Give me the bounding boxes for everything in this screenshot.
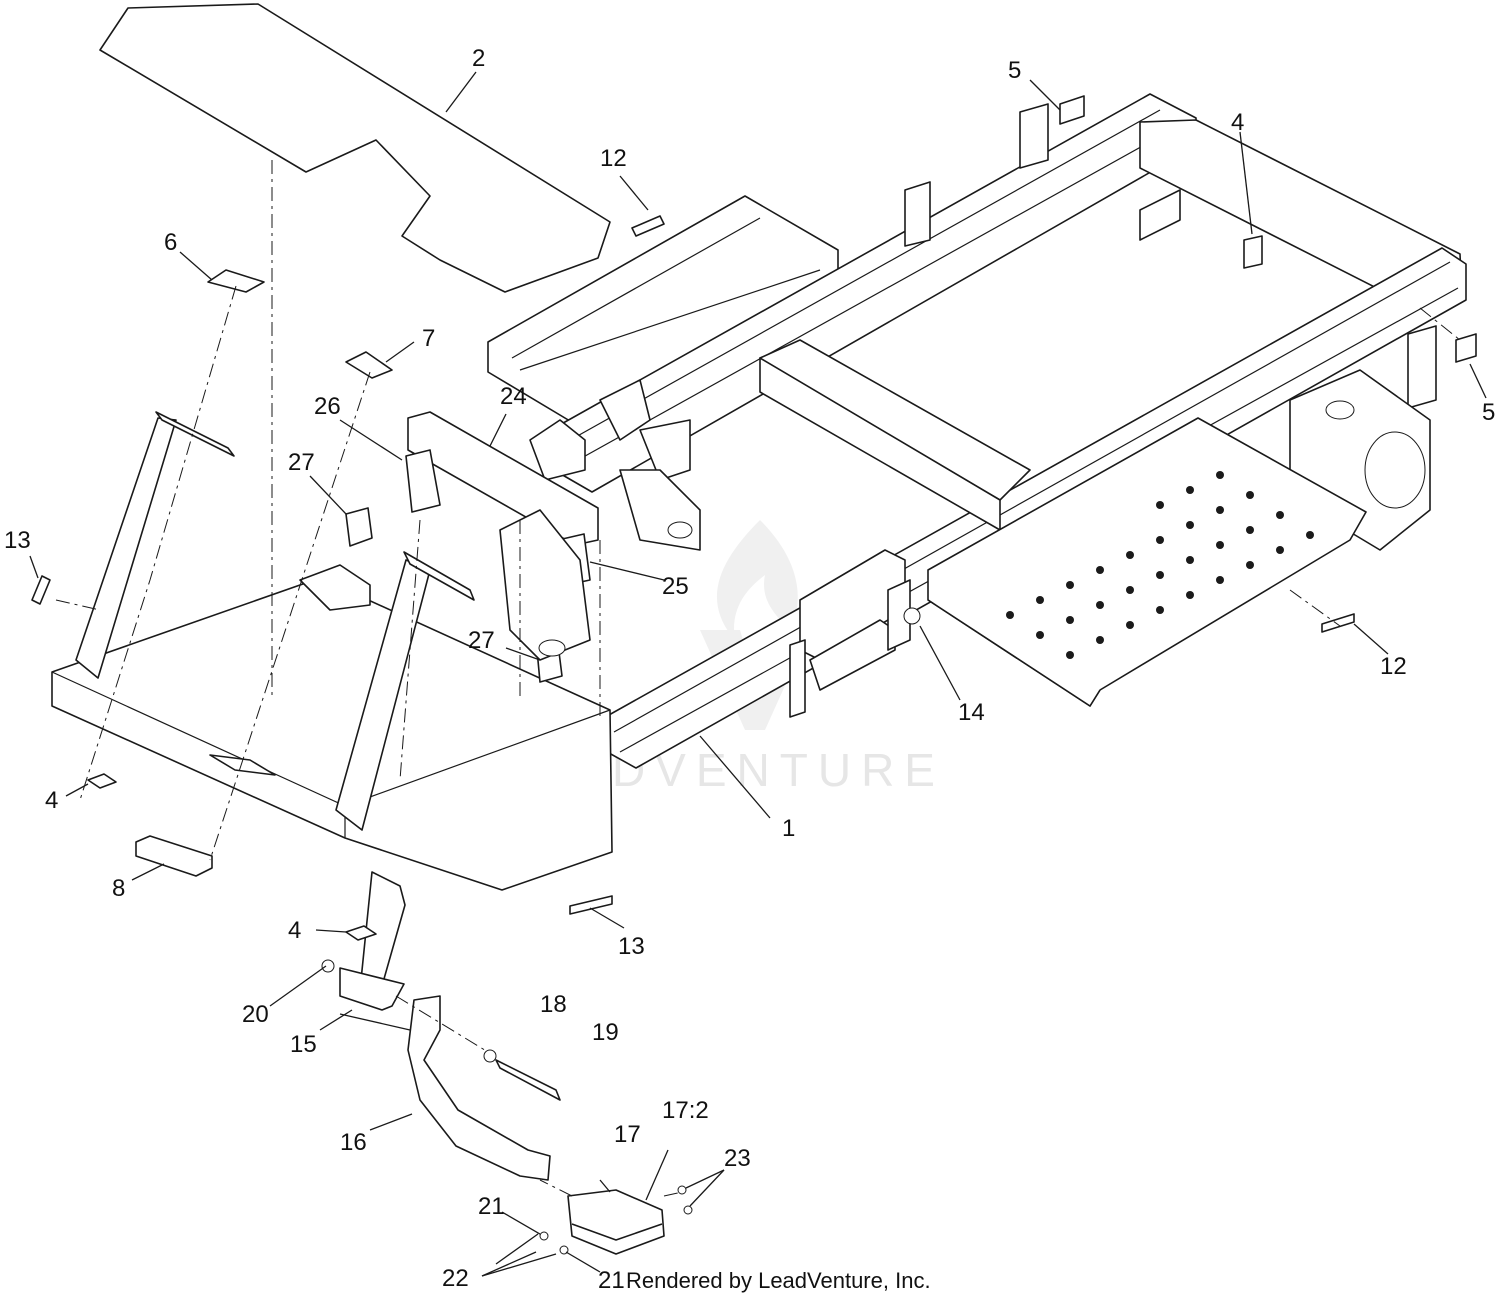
render-credit: Rendered by LeadVenture, Inc. — [626, 1268, 931, 1293]
callout-13: 13 — [4, 527, 31, 554]
callout-14: 14 — [958, 699, 985, 726]
step-pad — [135, 835, 213, 877]
callout-17-2: 17:2 — [662, 1097, 709, 1124]
foot-platform — [927, 417, 1367, 707]
callout-19: 19 — [592, 1019, 619, 1046]
callout-2: 2 — [472, 45, 485, 72]
seat-support — [499, 509, 591, 661]
callout-6: 6 — [164, 229, 177, 256]
callout-23: 23 — [724, 1145, 751, 1172]
callout-8: 8 — [112, 875, 125, 902]
callout-12: 12 — [600, 145, 627, 172]
callout-27: 27 — [288, 449, 315, 476]
callout-16: 16 — [340, 1129, 367, 1156]
callout-labels: 1 2 4 4 4 5 5 6 7 8 12 12 13 13 14 15 16… — [4, 45, 1495, 1294]
cross-beam — [407, 411, 599, 546]
callout-5: 5 — [1482, 399, 1495, 426]
callout-21: 21 — [478, 1193, 505, 1220]
callout-4: 4 — [1231, 109, 1244, 136]
phantom-lines — [55, 160, 1461, 1197]
callout-4: 4 — [45, 787, 58, 814]
pedal-assembly — [321, 607, 921, 1255]
callout-24: 24 — [500, 383, 527, 410]
callout-13: 13 — [618, 933, 645, 960]
platform-holes — [1006, 471, 1314, 659]
callout-12: 12 — [1380, 653, 1407, 680]
callout-5: 5 — [1008, 57, 1021, 84]
callout-26: 26 — [314, 393, 341, 420]
callout-18: 18 — [540, 991, 567, 1018]
callout-17: 17 — [614, 1121, 641, 1148]
callout-21: 21 — [598, 1267, 625, 1294]
watermark-flame-icon — [716, 520, 798, 640]
callout-4: 4 — [288, 917, 301, 944]
callout-25: 25 — [662, 573, 689, 600]
callout-15: 15 — [290, 1031, 317, 1058]
leader-lines — [29, 71, 1487, 1277]
callout-7: 7 — [422, 325, 435, 352]
main-frame — [487, 93, 1467, 769]
seat-plate — [99, 3, 611, 293]
callout-20: 20 — [242, 1001, 269, 1028]
callout-22: 22 — [442, 1265, 469, 1292]
callout-1: 1 — [782, 815, 795, 842]
callout-27: 27 — [468, 627, 495, 654]
front-frame — [51, 411, 613, 1001]
decals — [31, 95, 1477, 941]
